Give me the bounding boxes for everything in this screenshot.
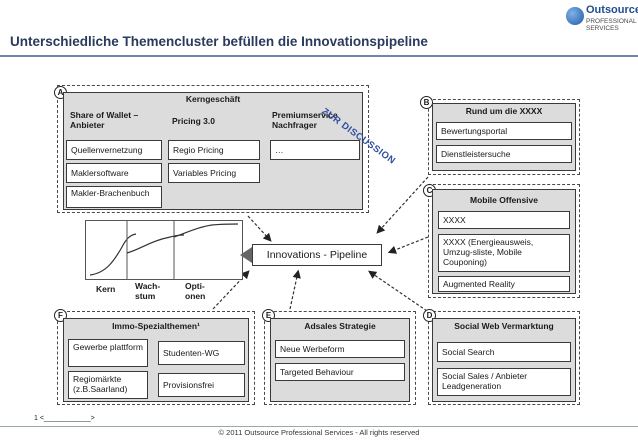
curve-wachstum — [126, 234, 185, 254]
curve-label-kern: Kern — [96, 284, 116, 294]
cluster-f-item: Studenten-WG — [158, 341, 245, 365]
cluster-a-item: Variables Pricing — [168, 163, 260, 183]
cluster-c — [428, 184, 580, 298]
cluster-f-item: Regiomärkte (z.B.Saarland) — [68, 371, 148, 399]
title-divider — [0, 55, 638, 57]
cluster-a-item: Quellenvernetzung — [66, 140, 162, 160]
cluster-b-item: Bewertungsportal — [436, 122, 572, 140]
logo-subtext: PROFESSIONAL SERVICES — [586, 18, 637, 32]
arrow-c-to-pipeline — [387, 236, 429, 254]
s-curve-chart — [85, 220, 243, 280]
company-logo: Outsource PROFESSIONAL SERVICES — [566, 3, 638, 32]
pipeline-arrow-icon — [240, 247, 252, 263]
arrow-d-to-pipeline — [368, 270, 428, 312]
cluster-c-item: Augmented Reality — [438, 276, 570, 292]
cluster-f-item: Gewerbe plattform — [68, 339, 148, 367]
curve-kern — [89, 233, 137, 276]
cluster-c-item: XXXX (Energieausweis, Umzug-sliste, Mobi… — [438, 234, 570, 272]
cluster-f-item: Provisionsfrei — [158, 373, 245, 397]
curve-label-wachstum: Wach-stum — [135, 281, 161, 301]
cluster-b-item: Dienstleistersuche — [436, 145, 572, 163]
curve-optionen — [173, 223, 239, 238]
cluster-a-item: Maklersoftware — [66, 163, 162, 183]
cluster-e-title: Adsales Strategie — [304, 321, 376, 331]
cluster-f-title: Immo-Spezialthemen¹ — [112, 321, 200, 331]
cluster-b-title: Rund um die XXXX — [465, 106, 543, 116]
cluster-a-title: Kerngeschäft — [185, 94, 241, 104]
logo-text: Outsource — [586, 4, 638, 16]
cluster-f — [57, 311, 255, 405]
cluster-d — [428, 311, 580, 405]
cluster-a-kerngeschaeft — [57, 85, 369, 213]
cluster-d-item: Social Search — [437, 342, 571, 362]
cluster-a-item: … — [270, 140, 360, 160]
footer-copyright: © 2011 Outsource Professional Services -… — [218, 428, 420, 437]
cluster-d-title: Social Web Vermarktung — [454, 321, 554, 331]
cluster-a-item: Regio Pricing — [168, 140, 260, 160]
page-title: Unterschiedliche Themencluster befüllen … — [10, 34, 428, 49]
cluster-e-panel — [270, 318, 410, 402]
cluster-a-col1-header: Share of Wallet – Anbieter — [70, 110, 139, 130]
footnote: 1 <____________> — [34, 415, 95, 422]
cluster-c-item: XXXX — [438, 211, 570, 229]
arrow-a-to-pipeline — [247, 215, 272, 242]
cluster-b-letter: B — [420, 96, 433, 109]
curve-label-optionen: Opti-onen — [185, 281, 206, 301]
cluster-d-item: Social Sales / Anbieter Leadgeneration — [437, 368, 571, 396]
footer-divider — [0, 426, 638, 427]
cluster-e-item: Targeted Behaviour — [275, 363, 405, 381]
cluster-a-col3-header: Premiumservice Nachfrager — [272, 110, 338, 130]
cluster-a-col2-header: Pricing 3.0 — [172, 116, 215, 126]
cluster-e — [264, 311, 416, 405]
innovations-pipeline-label: Innovations - Pipeline — [252, 244, 382, 266]
s-curves — [89, 221, 239, 279]
cluster-e-item: Neue Werbeform — [275, 340, 405, 358]
cluster-a-item: Makler-Brachenbuch — [66, 186, 162, 208]
globe-icon — [566, 7, 584, 25]
cluster-c-title: Mobile Offensive — [469, 195, 538, 205]
cluster-b — [428, 99, 580, 175]
arrow-b-to-pipeline — [376, 176, 429, 234]
arrow-e-to-pipeline — [289, 269, 301, 310]
